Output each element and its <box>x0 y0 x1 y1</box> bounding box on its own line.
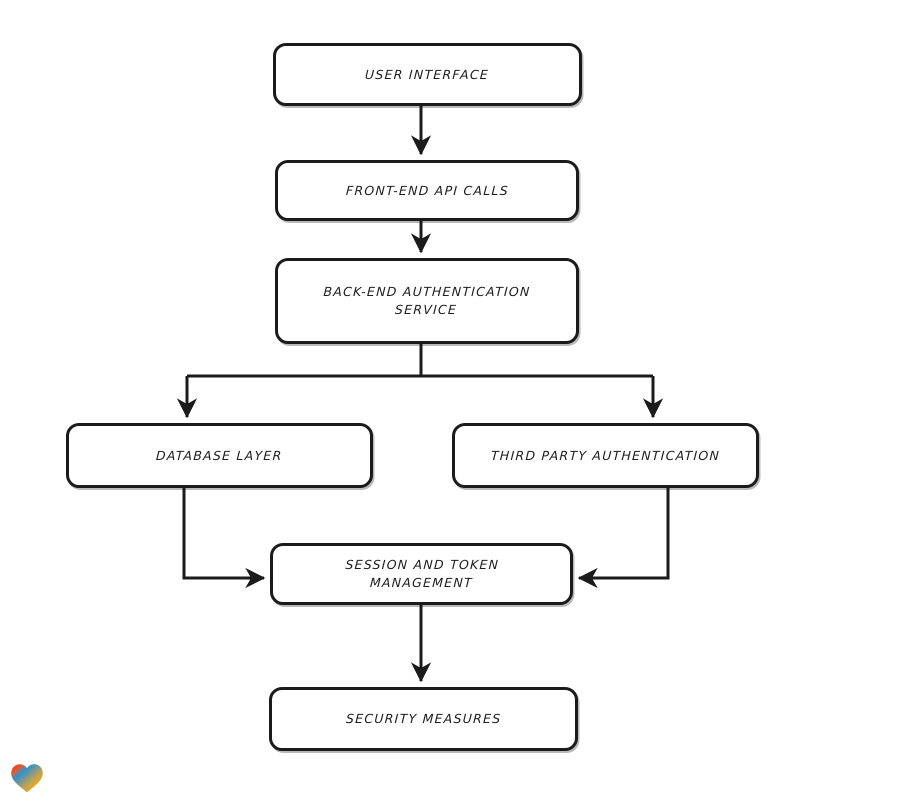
node-frontend-api-calls-label: Front-End API Calls <box>345 182 509 198</box>
heart-icon <box>11 764 43 793</box>
node-session-and-token-management-label: Session and Token Management <box>344 557 500 590</box>
node-frontend-api-calls[interactable]: Front-End API Calls <box>275 160 579 221</box>
node-database-layer-label: Database Layer <box>155 447 284 463</box>
node-third-party-authentication[interactable]: Third Party Authentication <box>452 423 759 488</box>
node-database-layer[interactable]: Database Layer <box>66 423 373 488</box>
node-user-interface-label: User Interface <box>365 66 490 82</box>
node-backend-authentication-service[interactable]: Back-End Authentication Service <box>275 258 579 344</box>
node-third-party-authentication-label: Third Party Authentication <box>490 447 721 463</box>
node-security-measures-label: Security Measures <box>345 711 502 727</box>
node-session-and-token-management[interactable]: Session and Token Management <box>270 543 573 605</box>
edge-third-party-to-session <box>577 488 670 589</box>
node-backend-authentication-service-label: Back-End Authentication Service <box>323 284 532 317</box>
edge-database-to-session <box>182 488 266 589</box>
node-security-measures[interactable]: Security Measures <box>269 687 578 751</box>
node-user-interface[interactable]: User Interface <box>273 43 582 106</box>
